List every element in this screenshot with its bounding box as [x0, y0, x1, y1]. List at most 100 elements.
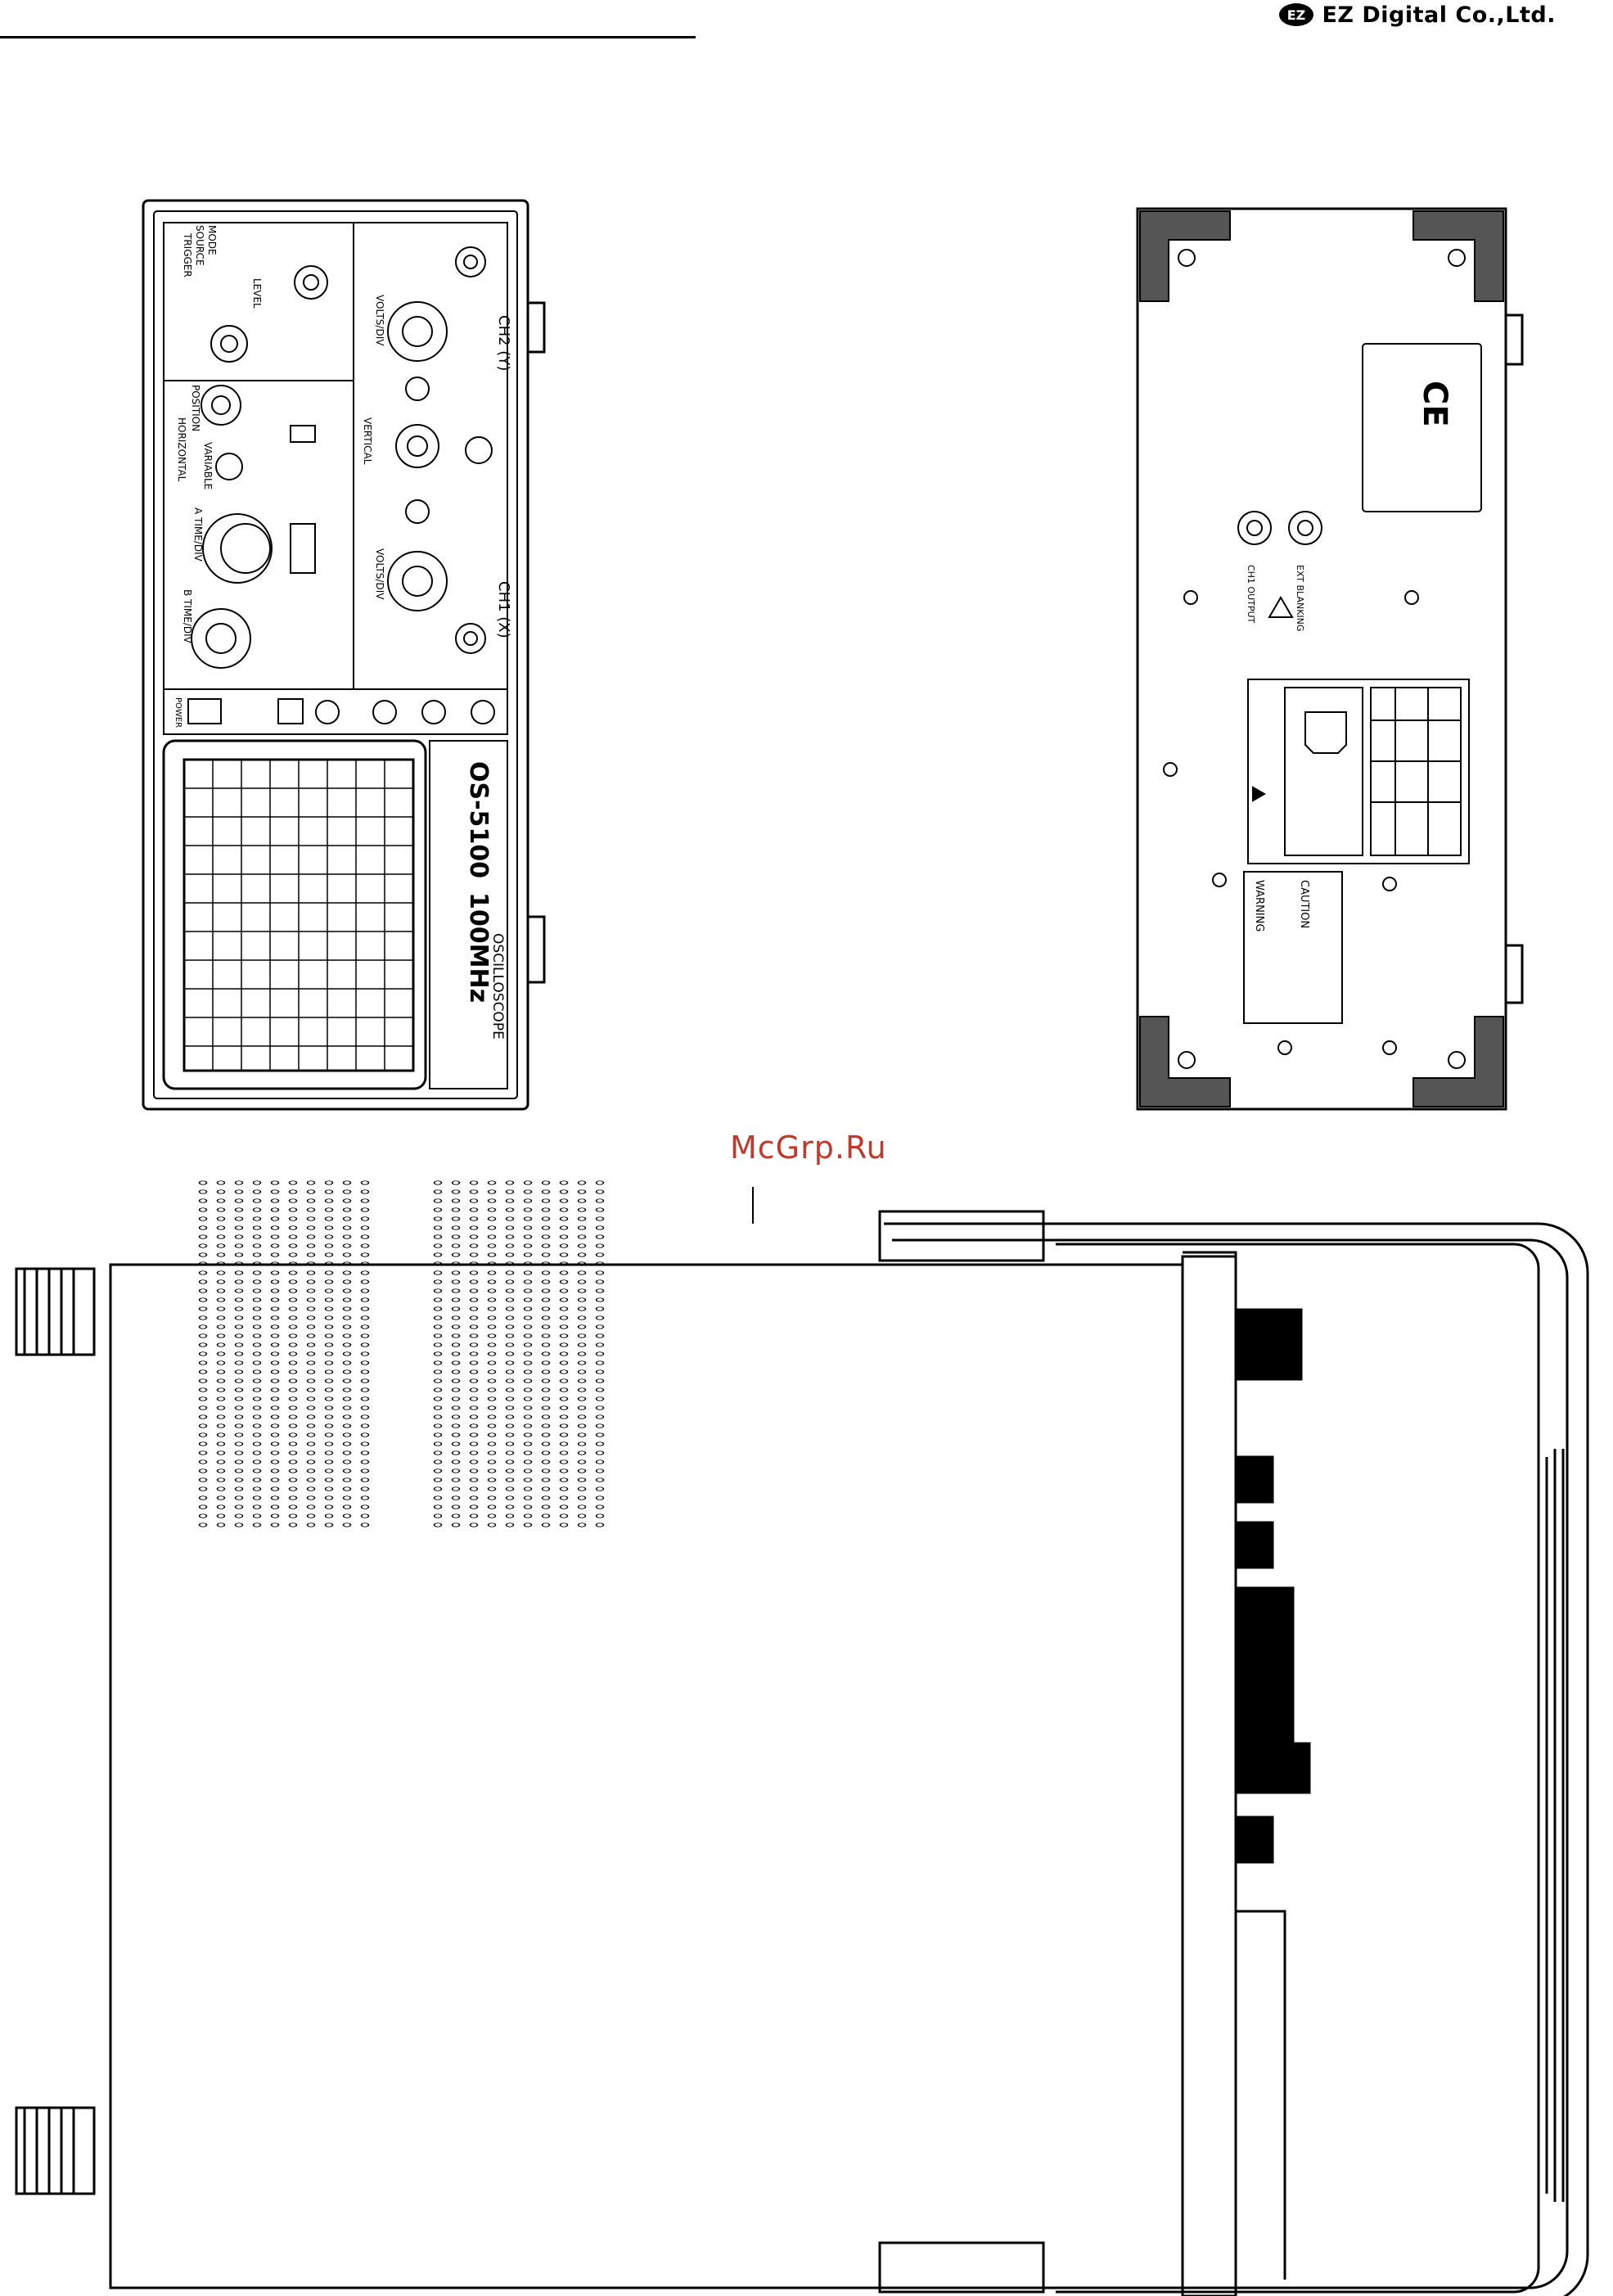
vent-hole: [471, 1523, 478, 1527]
vent-hole: [525, 1244, 532, 1248]
vent-hole: [561, 1397, 568, 1401]
vent-hole: [561, 1235, 568, 1239]
vent-hole: [326, 1280, 333, 1284]
vent-hole: [362, 1316, 369, 1320]
vent-hole: [579, 1226, 586, 1230]
vent-hole: [435, 1469, 442, 1473]
vent-hole: [525, 1226, 532, 1230]
vent-hole: [236, 1388, 243, 1392]
vent-hole: [200, 1244, 207, 1248]
vent-hole: [543, 1514, 550, 1518]
brand-header: EZ EZ Digital Co.,Ltd.: [1277, 2, 1556, 28]
vent-hole: [200, 1298, 207, 1302]
vent-hole: [326, 1190, 333, 1194]
vent-hole: [272, 1415, 279, 1419]
vent-hole: [525, 1415, 532, 1419]
vent-hole: [453, 1496, 460, 1500]
vent-hole: [218, 1217, 225, 1221]
vent-hole: [200, 1343, 207, 1347]
vent-hole: [362, 1226, 369, 1230]
vent-hole: [290, 1298, 297, 1302]
vent-hole: [218, 1397, 225, 1401]
vent-hole: [525, 1379, 532, 1383]
vent-hole: [507, 1379, 514, 1383]
vent-hole: [272, 1424, 279, 1428]
vent-hole: [344, 1370, 351, 1374]
vent-hole: [326, 1379, 333, 1383]
vent-hole: [344, 1469, 351, 1473]
vent-hole: [344, 1190, 351, 1194]
vent-hole: [597, 1298, 604, 1302]
vent-hole: [561, 1307, 568, 1311]
vent-hole: [489, 1280, 496, 1284]
vent-hole: [344, 1244, 351, 1248]
vent-hole: [326, 1334, 333, 1338]
vent-hole: [507, 1271, 514, 1275]
vent-hole: [362, 1388, 369, 1392]
vent-hole: [344, 1451, 351, 1455]
vent-hole: [435, 1451, 442, 1455]
vent-hole: [525, 1235, 532, 1239]
vent-hole: [254, 1334, 261, 1338]
vent-hole: [489, 1424, 496, 1428]
vent-hole: [200, 1208, 207, 1212]
vent-hole: [272, 1478, 279, 1482]
vent-hole: [272, 1325, 279, 1329]
vent-hole: [272, 1388, 279, 1392]
vent-hole: [344, 1316, 351, 1320]
vent-hole: [200, 1235, 207, 1239]
vent-hole: [561, 1343, 568, 1347]
vent-hole: [579, 1388, 586, 1392]
vent-hole: [543, 1451, 550, 1455]
vent-hole: [561, 1253, 568, 1257]
vent-hole: [218, 1505, 225, 1509]
vent-hole: [272, 1352, 279, 1356]
vent-hole: [362, 1469, 369, 1473]
vent-hole: [507, 1415, 514, 1419]
vent-hole: [254, 1415, 261, 1419]
vent-hole: [218, 1271, 225, 1275]
vent-hole: [525, 1361, 532, 1365]
vent-hole: [507, 1181, 514, 1185]
vent-hole: [597, 1244, 604, 1248]
vent-hole: [471, 1478, 478, 1482]
vent-hole: [471, 1271, 478, 1275]
vent-hole: [200, 1316, 207, 1320]
vent-hole: [290, 1208, 297, 1212]
vent-hole: [272, 1343, 279, 1347]
vent-hole: [453, 1388, 460, 1392]
vent-hole: [579, 1190, 586, 1194]
vent-hole: [561, 1496, 568, 1500]
vent-hole: [236, 1505, 243, 1509]
vent-hole: [308, 1334, 315, 1338]
vent-hole: [453, 1208, 460, 1212]
vent-hole: [308, 1469, 315, 1473]
vent-hole: [344, 1487, 351, 1491]
vent-hole: [236, 1316, 243, 1320]
vent-hole: [471, 1298, 478, 1302]
vent-hole: [236, 1487, 243, 1491]
vent-hole: [218, 1451, 225, 1455]
vent-hole: [453, 1424, 460, 1428]
vent-hole: [453, 1307, 460, 1311]
vent-hole: [435, 1514, 442, 1518]
vent-hole: [489, 1181, 496, 1185]
vent-hole: [236, 1253, 243, 1257]
vent-hole: [326, 1244, 333, 1248]
vent-hole: [525, 1442, 532, 1446]
vent-hole: [326, 1325, 333, 1329]
vent-hole: [272, 1298, 279, 1302]
vent-hole: [272, 1244, 279, 1248]
vent-hole: [254, 1226, 261, 1230]
vent-hole: [308, 1316, 315, 1320]
vent-hole: [525, 1217, 532, 1221]
vent-hole: [200, 1478, 207, 1482]
vent-hole: [344, 1289, 351, 1293]
vent-hole: [236, 1523, 243, 1527]
vent-hole: [453, 1487, 460, 1491]
vent-hole: [200, 1442, 207, 1446]
vent-hole: [543, 1334, 550, 1338]
vent-hole: [507, 1217, 514, 1221]
vent-hole: [326, 1298, 333, 1302]
vent-hole: [543, 1298, 550, 1302]
